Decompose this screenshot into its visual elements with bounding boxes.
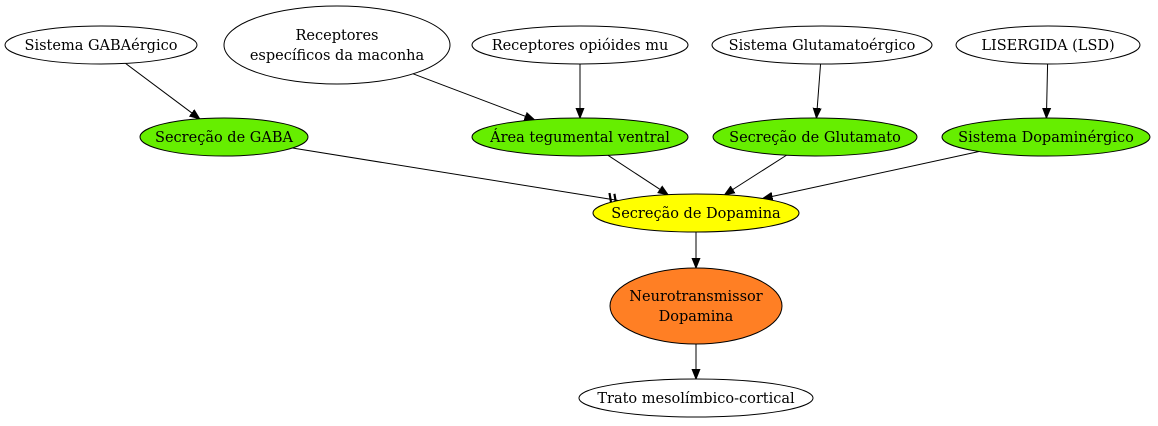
edge-line [607, 154, 668, 194]
edge-line [1046, 63, 1047, 118]
node-sec-glut: Secreção de Glutamato [712, 117, 918, 157]
edge-sec-glut-to-sec-dopa [725, 154, 787, 195]
node-label: Receptores opióides mu [492, 38, 669, 54]
node-label: Trato mesolímbico-cortical [597, 391, 795, 407]
node-label: Sistema Glutamatoérgico [729, 38, 916, 54]
node-label: Sistema GABAérgico [25, 38, 178, 54]
edges-layer [125, 62, 1048, 379]
node-ellipse [592, 193, 800, 233]
edge-dopa-sys-to-sec-dopa [763, 151, 980, 199]
node-opioides: Receptores opióides mu [471, 25, 689, 65]
edge-glut-sys-to-sec-glut [816, 63, 820, 118]
edge-line [725, 154, 787, 195]
edge-line [125, 62, 200, 118]
node-glut-sys: Sistema Glutamatoérgico [711, 25, 933, 65]
node-label: Área tegumental ventral [489, 128, 670, 146]
node-ellipse [711, 25, 933, 65]
node-ellipse [941, 117, 1151, 157]
node-label: Sistema Dopaminérgico [958, 130, 1134, 146]
edge-atv-to-sec-dopa [607, 154, 668, 194]
edge-lsd-to-dopa-sys [1046, 63, 1047, 118]
node-maconha: Receptores específicos da maconha [223, 5, 451, 85]
node-label: específicos da maconha [250, 48, 425, 64]
node-ellipse [471, 117, 689, 157]
node-label: Neurotransmissor [629, 289, 762, 305]
node-label: Receptores [296, 28, 379, 44]
node-label: Dopamina [659, 309, 734, 325]
node-label: Secreção de Glutamato [729, 130, 901, 146]
node-label: Secreção de GABA [155, 130, 293, 146]
edge-gaba-sys-to-sec-gaba [125, 62, 200, 118]
node-label: LISERGIDA (LSD) [981, 38, 1114, 54]
node-dopa-sys: Sistema Dopaminérgico [941, 117, 1151, 157]
node-sec-gaba: Secreção de GABA [139, 117, 309, 157]
node-ellipse [4, 25, 198, 65]
node-ellipse [471, 25, 689, 65]
node-label: Secreção de Dopamina [611, 206, 781, 222]
edge-line [816, 63, 820, 118]
node-ellipse [609, 267, 783, 345]
node-sec-dopa: Secreção de Dopamina [592, 193, 800, 233]
node-lsd: LISERGIDA (LSD) [955, 25, 1141, 65]
node-ellipse [223, 5, 451, 85]
node-atv: Área tegumental ventral [471, 117, 689, 157]
node-trato: Trato mesolímbico-cortical [578, 378, 814, 418]
edge-line [763, 151, 980, 199]
node-ellipse [578, 378, 814, 418]
node-ellipse [712, 117, 918, 157]
node-ellipse [955, 25, 1141, 65]
nodes-layer: Sistema GABAérgico Receptores específicos … [4, 5, 1151, 418]
edge-sec-gaba-to-sec-dopa [292, 147, 619, 207]
node-ellipse [139, 117, 309, 157]
edge-maconha-to-atv [412, 73, 534, 120]
edge-line [412, 73, 534, 120]
edge-line [292, 147, 619, 201]
node-gaba-sys: Sistema GABAérgico [4, 25, 198, 65]
